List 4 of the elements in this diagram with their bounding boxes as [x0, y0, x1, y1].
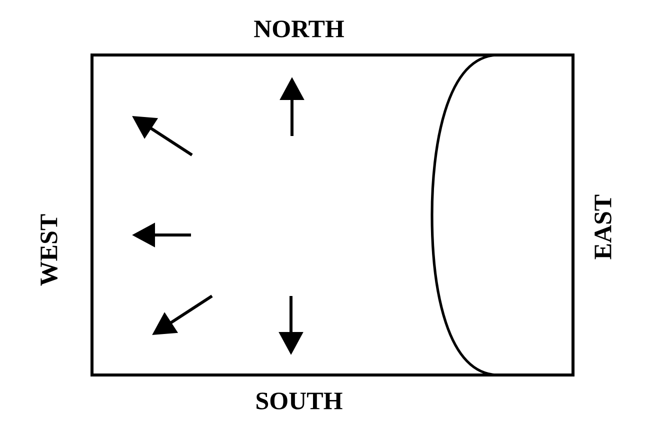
- compass-label: EAST: [594, 194, 612, 260]
- compass-label: SOUTH: [256, 392, 342, 410]
- compass-label: WEST: [40, 214, 58, 286]
- compass-label: NORTH: [254, 20, 344, 38]
